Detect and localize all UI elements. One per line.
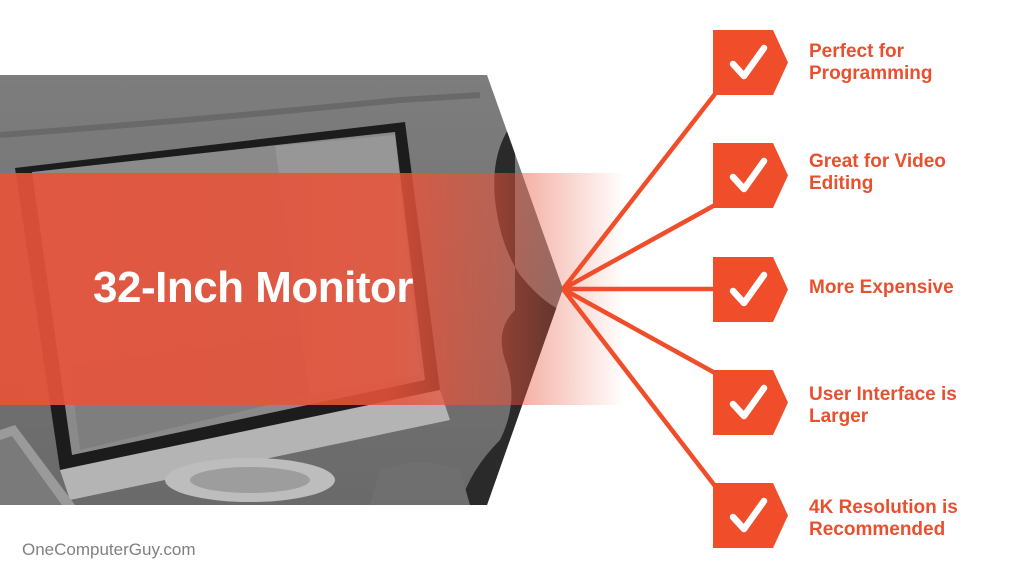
page-title: 32-Inch Monitor (93, 263, 414, 312)
label-line: User Interface is (809, 384, 957, 405)
label-line: Editing (809, 173, 874, 194)
feature-label-4k: 4K Resolution is Recommended (809, 497, 1009, 541)
check-icon (713, 30, 788, 95)
title-band (0, 173, 625, 405)
label-line: Great for Video (809, 151, 946, 172)
feature-label-programming: Perfect for Programming (809, 41, 1009, 85)
label-line: Recommended (809, 519, 946, 540)
site-watermark: OneComputerGuy.com (22, 540, 196, 559)
label-line: Larger (809, 406, 869, 427)
label-line: More Expensive (809, 277, 954, 298)
connector-lines (561, 92, 717, 488)
label-line: Programming (809, 63, 933, 84)
feature-label-ui-larger: User Interface is Larger (809, 384, 1009, 428)
label-line: Perfect for (809, 41, 905, 62)
check-icon (713, 257, 788, 322)
feature-label-video-editing: Great for Video Editing (809, 151, 1009, 195)
check-icon (713, 370, 788, 435)
check-icon (713, 143, 788, 208)
feature-label-expensive: More Expensive (809, 277, 1009, 299)
check-icon (713, 483, 788, 548)
label-line: 4K Resolution is (809, 497, 958, 518)
